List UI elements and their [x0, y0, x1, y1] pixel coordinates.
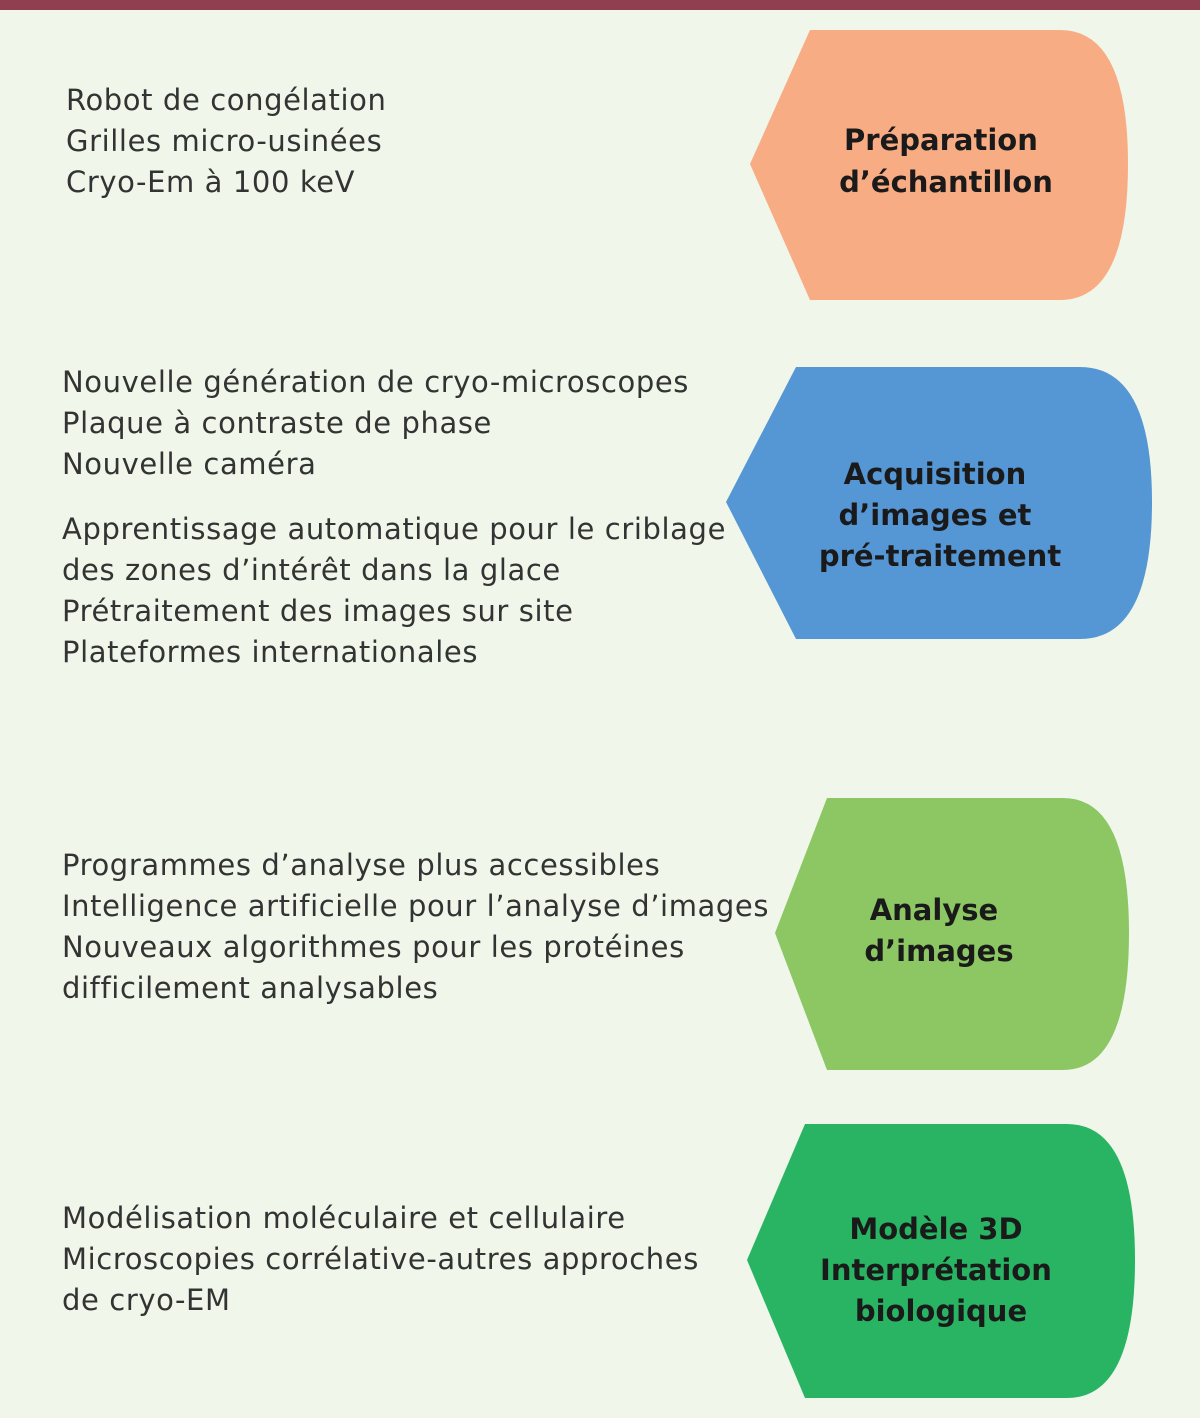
- stage-4-label-line: Interprétation: [820, 1253, 1052, 1287]
- stage-2-item: Plateformes internationales: [62, 635, 479, 669]
- stage-4-label-line: biologique: [855, 1294, 1027, 1328]
- stage-2-label-line: pré-traitement: [819, 539, 1062, 573]
- stage-3-item: Programmes d’analyse plus accessibles: [62, 848, 661, 882]
- stage-4-label: Modèle 3D Interprétation biologique: [820, 1212, 1062, 1328]
- stage-3-pentagon: [775, 798, 1129, 1070]
- stage-2-item: Plaque à contraste de phase: [62, 406, 493, 440]
- stage-2-item: Nouvelle caméra: [62, 447, 317, 481]
- stage-1-label-line: d’échantillon: [839, 165, 1053, 199]
- stage-3-label-line: Analyse: [870, 893, 998, 927]
- stage-1-label-line: Préparation: [844, 123, 1038, 157]
- stage-3-label-line: d’images: [864, 934, 1013, 968]
- stage-2-item: Nouvelle génération de cryo-microscopes: [62, 365, 690, 399]
- stage-2-label: Acquisition d’images et pré-traitement: [819, 457, 1062, 573]
- stage-4-shape: Modèle 3D Interprétation biologique: [747, 1124, 1135, 1398]
- stage-3-item: difficilement analysables: [62, 971, 439, 1005]
- stage-1-items: Robot de congélation Grilles micro-usiné…: [66, 80, 387, 203]
- stage-1-item: Robot de congélation: [66, 83, 387, 117]
- top-rule: [0, 0, 1200, 10]
- stage-4-item: Microscopies corrélative-autres approche…: [62, 1242, 699, 1276]
- stage-4-pentagon: [747, 1124, 1135, 1398]
- stage-2-item: Prétraitement des images sur site: [62, 594, 574, 628]
- stage-2-label-line: d’images et: [839, 498, 1032, 532]
- stage-3-shape: Analyse d’images: [775, 798, 1129, 1070]
- stage-2-label-line: Acquisition: [844, 457, 1027, 491]
- stage-4-label-line: Modèle 3D: [849, 1212, 1022, 1246]
- stage-4-item: de cryo-EM: [62, 1283, 231, 1317]
- stage-2-item: Apprentissage automatique pour le cribla…: [62, 512, 727, 546]
- stage-3-label: Analyse d’images: [864, 893, 1013, 968]
- stage-1-pentagon: [750, 30, 1128, 300]
- stage-3-items: Programmes d’analyse plus accessibles In…: [62, 845, 769, 1009]
- stage-1-item: Cryo-Em à 100 keV: [66, 165, 356, 199]
- stage-2-pentagon: [726, 367, 1152, 639]
- stage-1-item: Grilles micro-usinées: [66, 124, 383, 158]
- stage-4-items: Modélisation moléculaire et cellulaire M…: [62, 1198, 699, 1321]
- stage-3-item: Intelligence artificielle pour l’analyse…: [62, 889, 770, 923]
- stage-1-shape: Préparation d’échantillon: [750, 30, 1128, 300]
- stage-3-item: Nouveaux algorithmes pour les protéines: [62, 930, 685, 964]
- stage-4-item: Modélisation moléculaire et cellulaire: [62, 1201, 626, 1235]
- stage-2-item: des zones d’intérêt dans la glace: [62, 553, 561, 587]
- group-gap: [62, 485, 726, 509]
- stage-2-items: Nouvelle génération de cryo-microscopes …: [62, 362, 726, 673]
- stage-1-label: Préparation d’échantillon: [839, 123, 1053, 199]
- stage-2-shape: Acquisition d’images et pré-traitement: [726, 367, 1152, 639]
